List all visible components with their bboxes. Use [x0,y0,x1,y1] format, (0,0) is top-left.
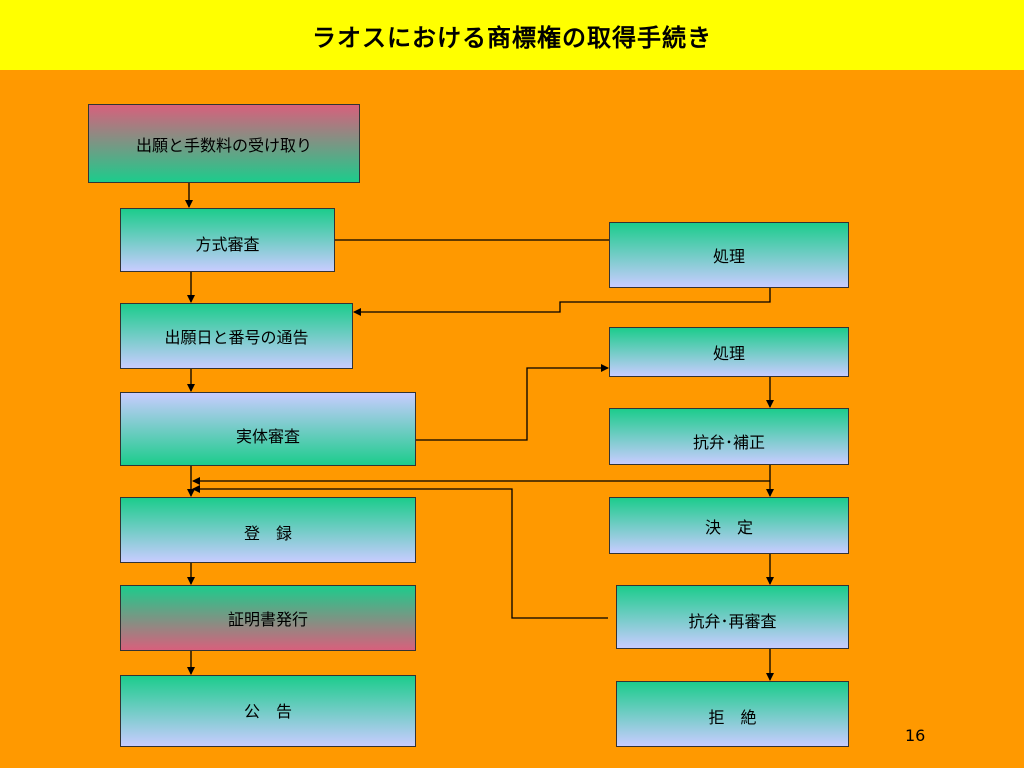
node-publication: 公 告 [120,675,416,747]
node-formal-exam: 方式審査 [120,208,335,272]
node-decision-label: 決 定 [704,518,753,537]
node-process-2-label: 処理 [712,344,745,363]
node-objection-reexam: 抗弁･再審査 [616,585,849,649]
node-process-2: 処理 [609,327,849,377]
node-registration: 登 録 [120,497,416,563]
node-registration-label: 登 録 [243,524,292,543]
node-rejection-label: 拒 絶 [708,708,757,727]
node-objection-reexam-label: 抗弁･再審査 [688,612,777,631]
arrow-process1-to-notice [353,287,771,316]
node-certificate-label: 証明書発行 [227,610,308,629]
node-substantive-exam-label: 実体審査 [235,427,300,446]
page-number: 16 [905,726,926,745]
node-notice-label: 出願日と番号の通告 [164,328,309,347]
node-objection-amend-label: 抗弁･補正 [692,433,765,452]
node-formal-exam-label: 方式審査 [195,235,260,254]
arrow-reexam-to-main [192,485,608,619]
arrow-substantive-to-process2 [415,364,609,441]
page-title: ラオスにおける商標権の取得手続き [312,23,712,52]
node-objection-amend: 抗弁･補正 [609,408,849,465]
node-certificate: 証明書発行 [120,585,416,651]
title-bar: ラオスにおける商標権の取得手続き [0,0,1024,70]
node-notice: 出願日と番号の通告 [120,303,353,369]
node-receipt-label: 出願と手数料の受け取り [135,135,312,155]
node-rejection: 拒 絶 [616,681,849,747]
node-substantive-exam: 実体審査 [120,392,416,466]
node-process-1-label: 処理 [712,247,745,266]
node-decision: 決 定 [609,497,849,554]
node-publication-label: 公 告 [243,702,292,721]
node-receipt: 出願と手数料の受け取り [88,104,360,183]
node-process-1: 処理 [609,222,849,288]
